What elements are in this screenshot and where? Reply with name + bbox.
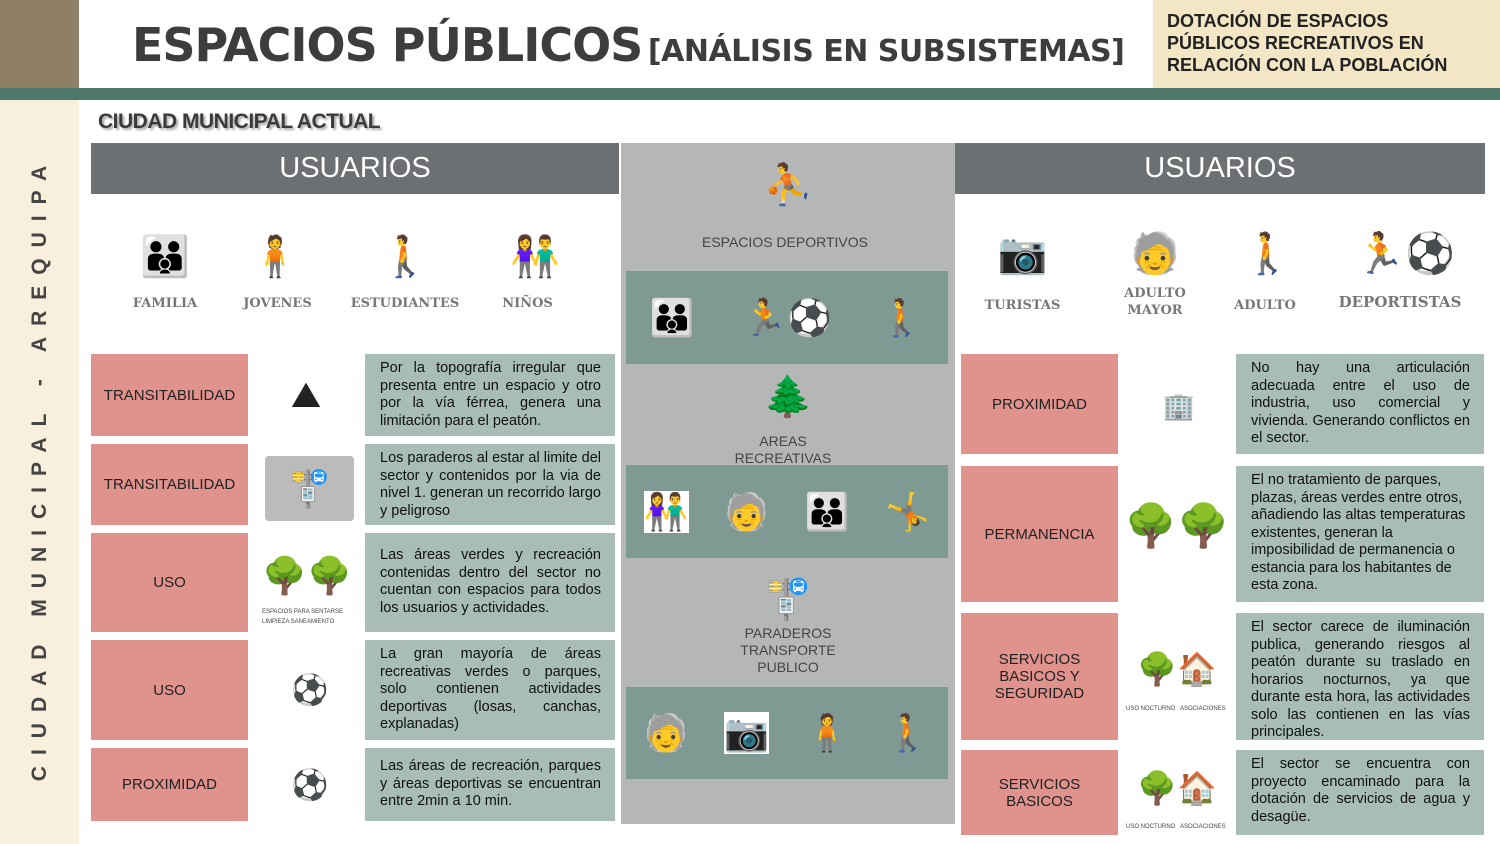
middle-column: ⛹ ESPACIOS DEPORTIVOS 👪 🏃⚽ 🚶 🌲 AREAS RECRE… [621, 143, 955, 824]
park-trees-image: 🌳🌳 [1124, 501, 1230, 549]
family-icon: 👪 [649, 296, 695, 338]
image-caption: USO NOCTURNO [1126, 706, 1176, 712]
section-label: ESPACIOS DEPORTIVOS [702, 234, 868, 250]
transport-users-panel: 🧓 📷 🧍 🚶 [626, 687, 948, 779]
young-person-icon: 🧍 [250, 235, 300, 279]
issue-text: Los paraderos al estar al limite del sec… [365, 444, 615, 525]
issue-text: La gran mayoría de áreas recreativas ver… [365, 640, 615, 740]
family-icon: 👪 [140, 235, 190, 279]
user-label: FAMILIA [132, 296, 198, 311]
students-icon: 🚶 [380, 235, 430, 279]
land-use-icon: 🏢 [1162, 390, 1196, 421]
title-main: ESPACIOS PÚBLICOS [132, 18, 643, 72]
recreation-users-panel: 👫 🧓 👪 🤸 [626, 465, 948, 558]
issue-text: Por la topografía irregular que presenta… [365, 354, 615, 436]
issue-text: El sector carece de iluminación publica,… [1236, 613, 1484, 740]
children-icon: 👫 [510, 235, 560, 279]
image-caption: USO NOCTURNO [1126, 824, 1176, 830]
elderly-icon: 🧓 [1130, 232, 1180, 276]
night-use-image: 🌳🏠 [1137, 770, 1217, 806]
tourists-icon: 📷 [724, 712, 770, 754]
athletes-icon: 🏃⚽ [1355, 232, 1455, 276]
image-caption: ESPACIOS PARA SENTARSE [262, 609, 344, 615]
image-caption: LIMPIEZA SANEAMIENTO [262, 619, 335, 625]
sports-icon: ⚽ [291, 673, 329, 707]
issue-label: PERMANENCIA [961, 466, 1118, 602]
issue-label: PROXIMIDAD [91, 748, 248, 821]
issue-label: USO [91, 533, 248, 632]
brand-block [0, 0, 79, 88]
park-trees-image: 🌳🌳 [262, 555, 352, 596]
elderly-icon: 🧓 [724, 490, 770, 532]
sports-users-panel: 👪 🏃⚽ 🚶 [626, 271, 948, 364]
adult-icon: 🚶 [885, 712, 931, 753]
left-users-header: USUARIOS [91, 143, 619, 194]
page-title: ESPACIOS PÚBLICOS [ANÁLISIS EN SUBSISTEM… [132, 18, 1125, 72]
issue-text: Las áreas verdes y recreación contenidas… [365, 533, 615, 632]
children-icon: 👫 [643, 490, 689, 533]
issue-text: El sector se encuentra con proyecto enca… [1236, 750, 1484, 835]
students-icon: 🚶 [879, 296, 925, 338]
child-playing-icon: 🤸 [885, 490, 931, 532]
issue-label: PROXIMIDAD [961, 354, 1118, 454]
user-label: DEPORTISTAS [1338, 293, 1462, 311]
issue-label: SERVICIOS BASICOS [961, 750, 1118, 835]
user-label: TURISTAS [984, 298, 1061, 313]
hill-walker-icon: ⛰ [290, 373, 322, 415]
bus-stop-icon: 🚏 [763, 578, 813, 622]
issue-text: No hay una articulación adecuada entre e… [1236, 354, 1484, 454]
section-label: PARADEROS TRANSPORTE PUBLICO [740, 625, 836, 675]
issue-label: TRANSITABILIDAD [91, 444, 248, 525]
right-users-header: USUARIOS [955, 143, 1485, 194]
young-person-icon: 🧍 [804, 712, 850, 753]
user-label: ADULTO [1234, 298, 1296, 313]
sidebar-vertical-text: CIUDAD MUNICIPAL - AREQUIPA [28, 154, 51, 782]
sidebar [0, 100, 79, 844]
user-label: JOVENES [243, 296, 312, 311]
issue-text: El no tratamiento de parques, plazas, ár… [1236, 466, 1484, 602]
user-label: ESTUDIANTES [350, 296, 460, 311]
header-note: DOTACIÓN DE ESPACIOS PÚBLICOS RECREATIVO… [1153, 0, 1500, 88]
issue-label: USO [91, 640, 248, 740]
tourists-icon: 📷 [997, 232, 1048, 276]
night-use-image: 🌳🏠 [1137, 651, 1217, 687]
title-sub: [ANÁLISIS EN SUBSISTEMAS] [647, 34, 1125, 69]
sports-icon: ⚽ [291, 768, 329, 802]
issue-label: TRANSITABILIDAD [91, 354, 248, 436]
user-label: NIÑOS [502, 296, 553, 311]
issue-label: SERVICIOS BASICOS Y SEGURIDAD [961, 613, 1118, 740]
image-caption: ASOCIACIONES [1180, 824, 1226, 830]
image-caption: ASOCIACIONES [1180, 706, 1226, 712]
bus-stop-icon: 🚏 [265, 456, 354, 521]
section-subtitle: CIUDAD MUNICIPAL ACTUAL [98, 110, 381, 133]
adult-icon: 🚶 [1242, 232, 1293, 276]
runners-icon: 🏃⚽ [742, 296, 832, 338]
issue-text: Las áreas de recreación, parques y áreas… [365, 748, 615, 821]
section-label: AREAS RECREATIVAS [734, 433, 832, 466]
divider-bar [0, 88, 1500, 100]
basketball-icon: ⛹ [763, 163, 813, 207]
park-bench-icon: 🌲 [763, 375, 813, 419]
elderly-icon: 🧓 [643, 712, 689, 753]
family-icon: 👪 [804, 490, 850, 532]
user-label: ADULTO MAYOR [1124, 286, 1186, 318]
